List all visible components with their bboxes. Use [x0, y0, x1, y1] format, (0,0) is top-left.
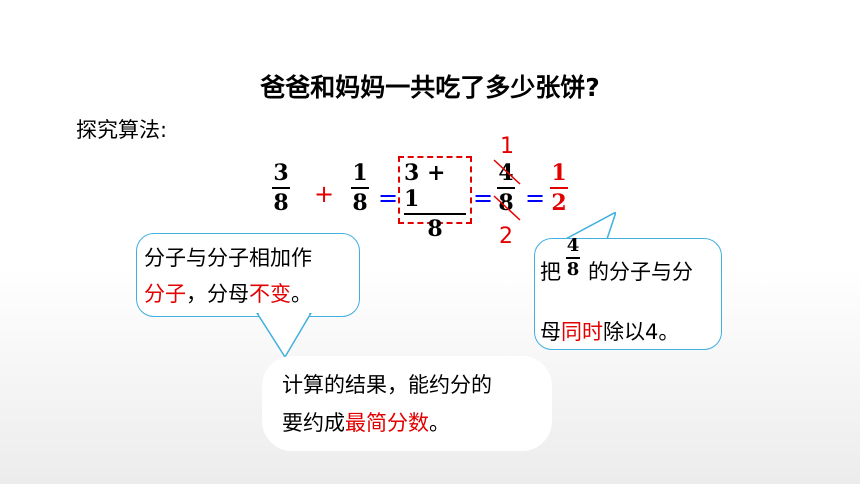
numerator: 4 — [498, 160, 514, 186]
numerator: 3 + 1 — [404, 160, 446, 212]
numerator: 1 — [352, 160, 368, 186]
bubble-bottom-line2: 要约成最简分数。 — [282, 411, 450, 435]
bubble-right-line1-rest: 的分子与分 — [588, 260, 693, 284]
bubble-tail-join — [557, 239, 607, 243]
fraction-4-8-small: 4 8 — [566, 236, 580, 280]
bubble-right-line1: 把 — [540, 260, 561, 284]
denominator: 2 — [551, 190, 567, 216]
bubble-bottom-text: 计算的结果，能约分的 要约成最简分数。 — [282, 366, 492, 442]
fraction-4-8: 4 8 — [497, 160, 515, 216]
page-title: 爸爸和妈妈一共吃了多少张饼? — [260, 73, 600, 102]
numerator: 3 — [273, 160, 289, 186]
denominator: 8 — [273, 190, 289, 216]
highlight-box — [398, 156, 472, 224]
cancel-denominator-result: 2 — [499, 224, 513, 249]
fraction-bar — [351, 187, 369, 189]
denominator: 8 — [352, 190, 368, 216]
fraction-1-2: 1 2 — [550, 160, 568, 216]
fraction-1-8: 1 8 — [351, 160, 369, 216]
bubble-left-line1: 分子与分子相加作 — [144, 246, 312, 270]
speech-bubble-bottom — [262, 356, 552, 451]
speech-bubble-left — [136, 233, 360, 317]
numerator: 4 — [566, 235, 580, 256]
fraction-bar — [497, 187, 515, 189]
fraction-3-8: 3 8 — [272, 160, 290, 216]
cancel-numerator-result: 1 — [500, 134, 514, 159]
numerator: 1 — [551, 160, 567, 186]
cancel-strokes — [493, 159, 521, 221]
denominator: 8 — [498, 190, 514, 216]
speech-bubble-right — [534, 238, 722, 350]
fraction-bar — [550, 187, 568, 189]
bubble-tail — [559, 212, 616, 242]
fraction-bar — [272, 187, 290, 189]
plus-sign: + — [314, 180, 335, 208]
equals-sign: = — [525, 184, 546, 212]
bubble-bottom-line1: 计算的结果，能约分的 — [282, 373, 492, 397]
denominator: 8 — [427, 216, 443, 242]
bubble-left-line2: 分子，分母不变。 — [144, 282, 312, 306]
bubble-left-text: 分子与分子相加作 分子，分母不变。 — [144, 240, 312, 312]
equals-sign: = — [378, 184, 399, 212]
denominator: 8 — [566, 259, 580, 280]
bubble-right-line2: 母同时除以4。 — [540, 320, 680, 344]
fraction-bar — [404, 213, 466, 215]
fraction-bar — [566, 257, 580, 259]
equals-sign: = — [473, 184, 494, 212]
fraction-sum: 3 + 1 8 — [404, 160, 466, 242]
section-subtitle: 探究算法: — [76, 118, 168, 142]
bubble-tail — [256, 313, 312, 359]
